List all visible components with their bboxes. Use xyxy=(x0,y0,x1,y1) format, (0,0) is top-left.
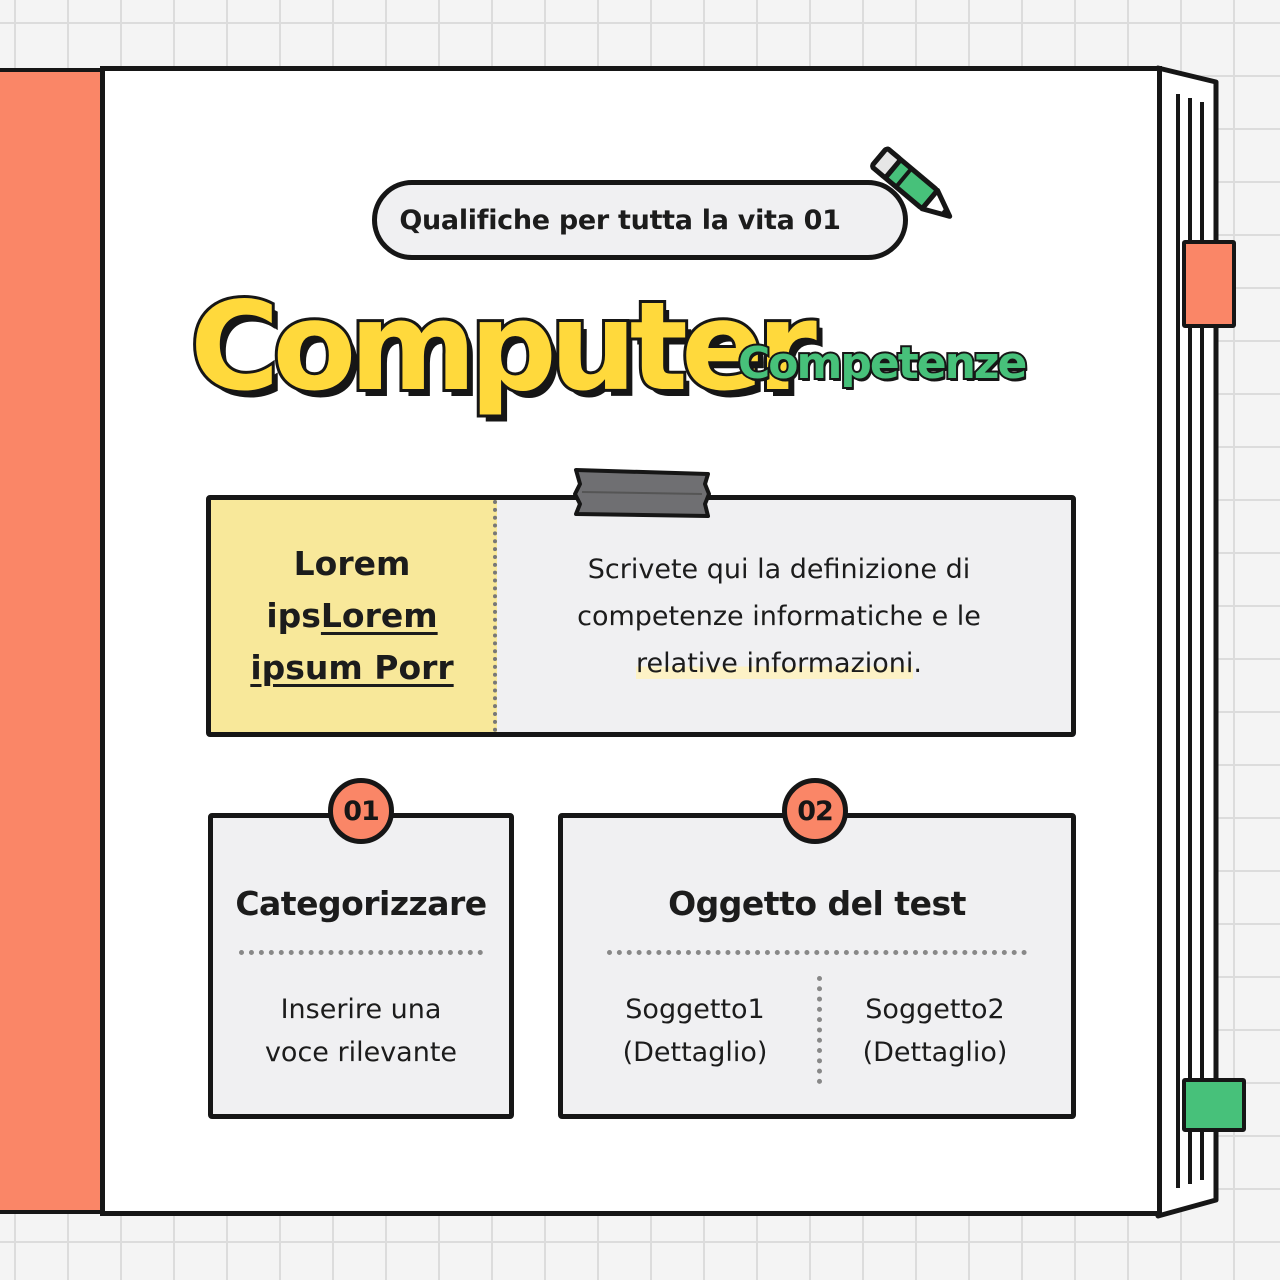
bookmark-tab-orange[interactable] xyxy=(1182,240,1236,328)
subject-2: Soggetto2 (Dettaglio) xyxy=(825,988,1045,1074)
term-line2-a: ips xyxy=(266,596,321,635)
title-competenze: Competenze xyxy=(736,338,1029,389)
dotted-vertical-divider xyxy=(817,976,822,1084)
notebook-spine xyxy=(0,68,100,1214)
pencil-icon xyxy=(870,146,953,219)
definition-text-part2: . xyxy=(913,647,922,679)
definition-term: Lorem ipsLorem ipsum Porr xyxy=(237,538,467,694)
test-object-card: Oggetto del test Soggetto1 (Dettaglio) S… xyxy=(558,813,1076,1119)
category-card-text: Inserire una voce rilevante xyxy=(264,994,458,1068)
definition-text: Scrivete qui la definizione di competenz… xyxy=(544,546,1014,687)
subject-2-label: Soggetto2 xyxy=(865,994,1005,1025)
definition-text-box: Scrivete qui la definizione di competenz… xyxy=(497,500,1071,732)
term-line2-b: Lorem xyxy=(320,596,438,635)
definition-text-part1: Scrivete qui la definizione di competenz… xyxy=(577,553,981,632)
title-computer: Computer xyxy=(187,276,820,418)
definition-card: Lorem ipsLorem ipsum Porr Scrivete qui l… xyxy=(206,495,1076,737)
bookmark-tab-green[interactable] xyxy=(1182,1078,1246,1132)
dotted-divider xyxy=(239,950,483,955)
category-card-title: Categorizzare xyxy=(235,884,487,923)
tape-strip xyxy=(573,468,711,518)
number-badge-02: 02 xyxy=(782,778,848,844)
subtitle-text: Qualifiche per tutta la vita 01 xyxy=(399,204,841,236)
subtitle-pill: Qualifiche per tutta la vita 01 xyxy=(372,180,908,260)
test-object-card-title: Oggetto del test xyxy=(668,884,966,923)
definition-text-highlight: relative informazioni xyxy=(636,647,914,679)
category-card: Categorizzare Inserire una voce rilevant… xyxy=(208,813,514,1119)
term-line1: Lorem xyxy=(293,544,411,583)
number-badge-01: 01 xyxy=(328,778,394,844)
subject-1-label: Soggetto1 xyxy=(625,994,765,1025)
subject-1-detail: (Dettaglio) xyxy=(622,1037,768,1068)
dotted-divider xyxy=(607,950,1027,955)
page-edges xyxy=(1155,65,1219,1219)
definition-term-box: Lorem ipsLorem ipsum Porr xyxy=(211,500,497,732)
subject-2-detail: (Dettaglio) xyxy=(862,1037,1008,1068)
category-card-body: Inserire una voce rilevante xyxy=(213,988,509,1074)
subject-1: Soggetto1 (Dettaglio) xyxy=(585,988,805,1074)
term-line3: ipsum Porr xyxy=(250,648,454,687)
